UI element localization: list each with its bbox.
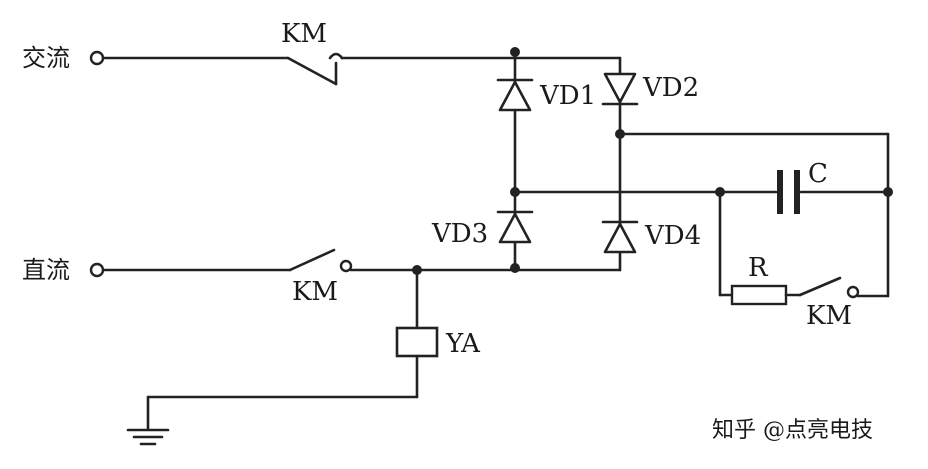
resistor-label: R — [748, 253, 769, 283]
km-r-contact-terminal — [846, 285, 860, 299]
vd4-label: VD4 — [644, 221, 701, 251]
capacitor-label: C — [808, 159, 828, 189]
junction-dot — [615, 129, 625, 139]
capacitor-branch: C R KM — [715, 132, 893, 331]
junction-dot — [510, 187, 520, 197]
vd1-label: VD1 — [539, 81, 596, 111]
diode-vd4 — [601, 220, 639, 254]
junction-dot — [510, 263, 520, 273]
coil-label: YA — [445, 329, 481, 359]
km-ac-contact — [286, 52, 344, 86]
dc-label: 直流 — [22, 256, 70, 284]
coil-ya — [395, 326, 439, 358]
ac-label: 交流 — [22, 44, 70, 72]
junction-dot — [510, 47, 520, 57]
vd2-label: VD2 — [642, 73, 699, 103]
vd3-label: VD3 — [431, 219, 488, 249]
coil-ground-branch: YA — [126, 265, 481, 446]
dc-terminal — [89, 262, 105, 278]
ac-input-line: 交流 KM — [22, 19, 622, 86]
junction-dot — [883, 187, 893, 197]
bridge-rectifier: VD1 VD2 VD3 VD4 — [431, 47, 890, 273]
diode-vd3 — [496, 210, 534, 244]
km-dc-contact — [288, 248, 353, 273]
ac-terminal — [89, 50, 105, 66]
watermark: 知乎 @点亮电技 — [712, 418, 873, 443]
junction-dot — [715, 187, 725, 197]
dc-input-line: 直流 KM — [22, 248, 517, 307]
km-r-label: KM — [806, 301, 852, 331]
resistor-r — [730, 284, 788, 306]
diode-vd1 — [496, 78, 534, 112]
diode-vd2 — [601, 72, 639, 106]
km-dc-label: KM — [292, 277, 338, 307]
ground-icon — [126, 428, 170, 446]
km-ac-label: KM — [281, 19, 327, 49]
